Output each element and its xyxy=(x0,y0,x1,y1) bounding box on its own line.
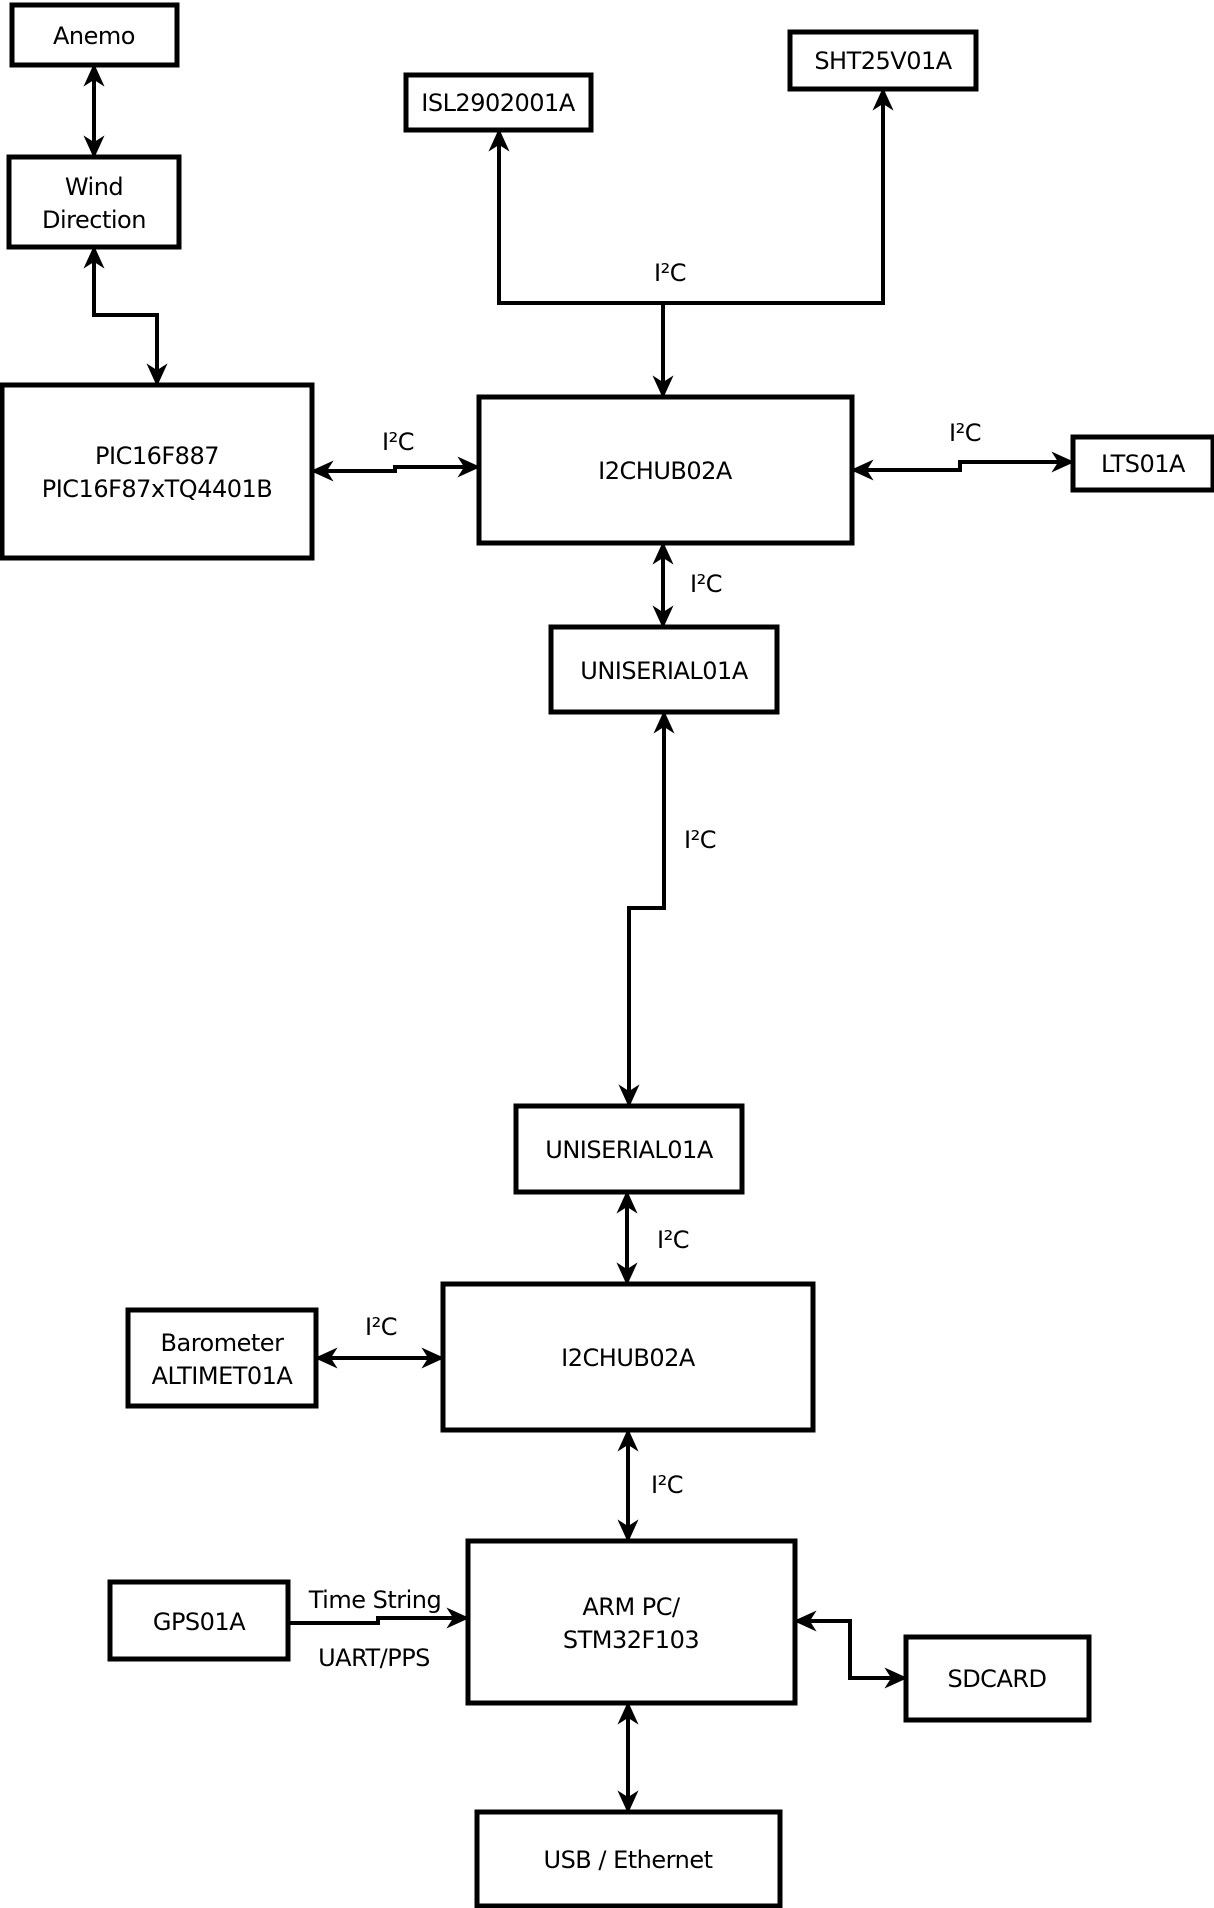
node-i2chub02a-upper: I2CHUB02A xyxy=(476,394,855,546)
connector-i2chub-upper-lts xyxy=(850,451,1075,481)
wind-direction-box xyxy=(6,154,182,250)
edge-label-gps-time-string: Time String xyxy=(308,1586,442,1614)
edge-label-uniserial-hub-lower-i2c: I²C xyxy=(657,1226,689,1254)
barometer-label-line2: ALTIMET01A xyxy=(152,1362,294,1390)
edge-label-hub-uniserial-i2c: I²C xyxy=(690,570,722,598)
usb-ethernet-box xyxy=(474,1809,783,1908)
connector-pic-i2chub-upper xyxy=(310,456,481,482)
lts01a-box xyxy=(1070,434,1214,493)
sdcard-label: SDCARD xyxy=(947,1665,1046,1693)
sht25v01a-box xyxy=(787,29,979,92)
node-wind-direction: Wind Direction xyxy=(6,154,182,250)
gps01a-box xyxy=(107,1579,291,1662)
uniserial01a-upper-box xyxy=(548,624,780,715)
node-lts01a: LTS01A xyxy=(1070,434,1214,493)
uniserial01a-lower-label: UNISERIAL01A xyxy=(545,1136,714,1164)
isl2902001a-label: ISL2902001A xyxy=(421,89,576,117)
node-gps01a: GPS01A xyxy=(107,1579,291,1662)
node-usb-ethernet: USB / Ethernet xyxy=(474,1809,783,1908)
node-anemo: Anemo xyxy=(9,2,180,68)
edge-label-top-bus-i2c: I²C xyxy=(654,259,686,287)
node-sht25v01a: SHT25V01A xyxy=(787,29,979,92)
i2chub02a-lower-box xyxy=(440,1281,816,1433)
pic16f887-box xyxy=(0,382,315,561)
connector-uniserial-upper-uniserial-lower xyxy=(618,710,675,1108)
edge-label-gps-uart-pps: UART/PPS xyxy=(318,1644,430,1672)
node-i2chub02a-lower: I2CHUB02A xyxy=(440,1281,816,1433)
sht25v01a-label: SHT25V01A xyxy=(814,47,952,75)
node-uniserial01a-upper: UNISERIAL01A xyxy=(548,624,780,715)
edge-label-uniserial-link-i2c: I²C xyxy=(684,826,716,854)
connector-top-bus-isl-sht xyxy=(488,87,894,305)
i2chub02a-lower-label: I2CHUB02A xyxy=(561,1344,696,1372)
i2chub02a-upper-label: I2CHUB02A xyxy=(598,457,733,485)
armpc-box xyxy=(465,1538,798,1706)
node-armpc-stm32f103: ARM PC/ STM32F103 xyxy=(465,1538,798,1706)
isl2902001a-box xyxy=(403,72,594,133)
node-sdcard: SDCARD xyxy=(903,1634,1092,1723)
sdcard-box xyxy=(903,1634,1092,1723)
anemo-label: Anemo xyxy=(53,22,135,50)
edge-label-hub-lts-i2c: I²C xyxy=(949,419,981,447)
anemo-box xyxy=(9,2,180,68)
node-barometer-altimet01a: Barometer ALTIMET01A xyxy=(125,1307,319,1409)
edge-label-barometer-hub-i2c: I²C xyxy=(365,1313,397,1341)
node-uniserial01a-lower: UNISERIAL01A xyxy=(513,1103,745,1195)
pic16f887-label-line2: PIC16F87xTQ4401B xyxy=(42,475,273,503)
gps01a-label: GPS01A xyxy=(153,1608,246,1636)
armpc-label-line1: ARM PC/ xyxy=(582,1593,681,1621)
usb-ethernet-label: USB / Ethernet xyxy=(544,1846,713,1874)
barometer-label-line1: Barometer xyxy=(161,1329,285,1357)
connector-wind-pic xyxy=(83,245,168,387)
node-isl2902001a: ISL2902001A xyxy=(403,72,594,133)
edge-label-hub-arm-i2c: I²C xyxy=(651,1471,683,1499)
lts01a-label: LTS01A xyxy=(1101,450,1186,478)
wind-direction-label-line1: Wind xyxy=(65,173,123,201)
uniserial01a-lower-box xyxy=(513,1103,745,1195)
node-pic16f887: PIC16F887 PIC16F87xTQ4401B xyxy=(0,382,315,561)
connector-armpc-sdcard xyxy=(793,1610,908,1689)
pic16f887-label-line1: PIC16F887 xyxy=(95,442,219,470)
edge-label-pic-hub-i2c: I²C xyxy=(382,428,414,456)
barometer-box xyxy=(125,1307,319,1409)
connector-gps-armpc xyxy=(288,1607,470,1629)
wind-direction-label-line2: Direction xyxy=(42,206,146,234)
armpc-label-line2: STM32F103 xyxy=(563,1626,699,1654)
i2chub02a-upper-box xyxy=(476,394,855,546)
uniserial01a-upper-label: UNISERIAL01A xyxy=(580,657,749,685)
